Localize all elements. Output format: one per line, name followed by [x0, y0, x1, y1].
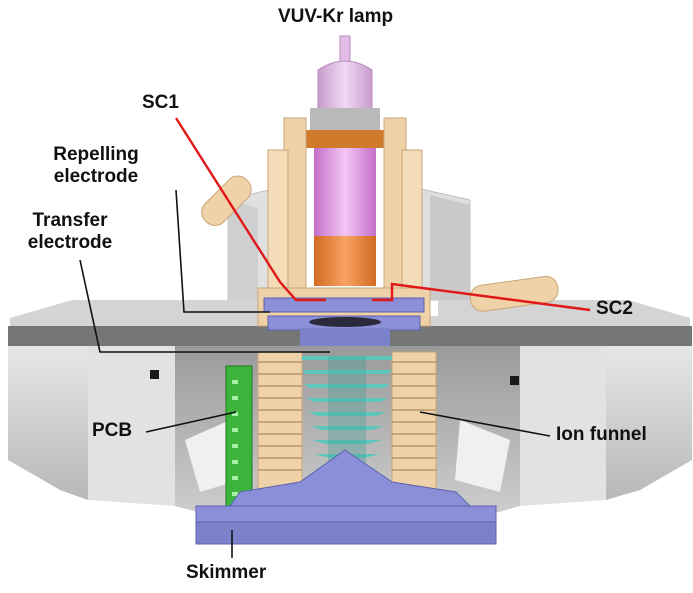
label-skimmer: Skimmer	[186, 562, 267, 583]
leader-lines	[79, 189, 551, 558]
label-transfer-line1: Transfer	[32, 210, 108, 231]
label-pcb: PCB	[92, 420, 133, 441]
skimmer	[195, 449, 497, 545]
label-vuv-kr-lamp: VUV-Kr lamp	[278, 6, 394, 27]
label-transfer-electrode: Transfer electrode	[0, 210, 140, 254]
label-sc1: SC1	[142, 92, 179, 113]
label-repelling-line2: electrode	[53, 166, 139, 187]
label-transfer-line2: electrode	[27, 232, 113, 253]
ion-funnel	[257, 351, 437, 493]
lamp-holder	[267, 117, 423, 291]
electrodes	[257, 287, 431, 346]
pcb-board	[225, 365, 253, 513]
label-sc2: SC2	[596, 298, 633, 319]
label-ion-funnel: Ion funnel	[556, 424, 647, 445]
label-repelling-line1: Repelling	[53, 144, 139, 165]
label-repelling-electrode: Repelling electrode	[26, 144, 166, 188]
wires	[174, 117, 591, 312]
vuv-lamp	[304, 35, 386, 286]
